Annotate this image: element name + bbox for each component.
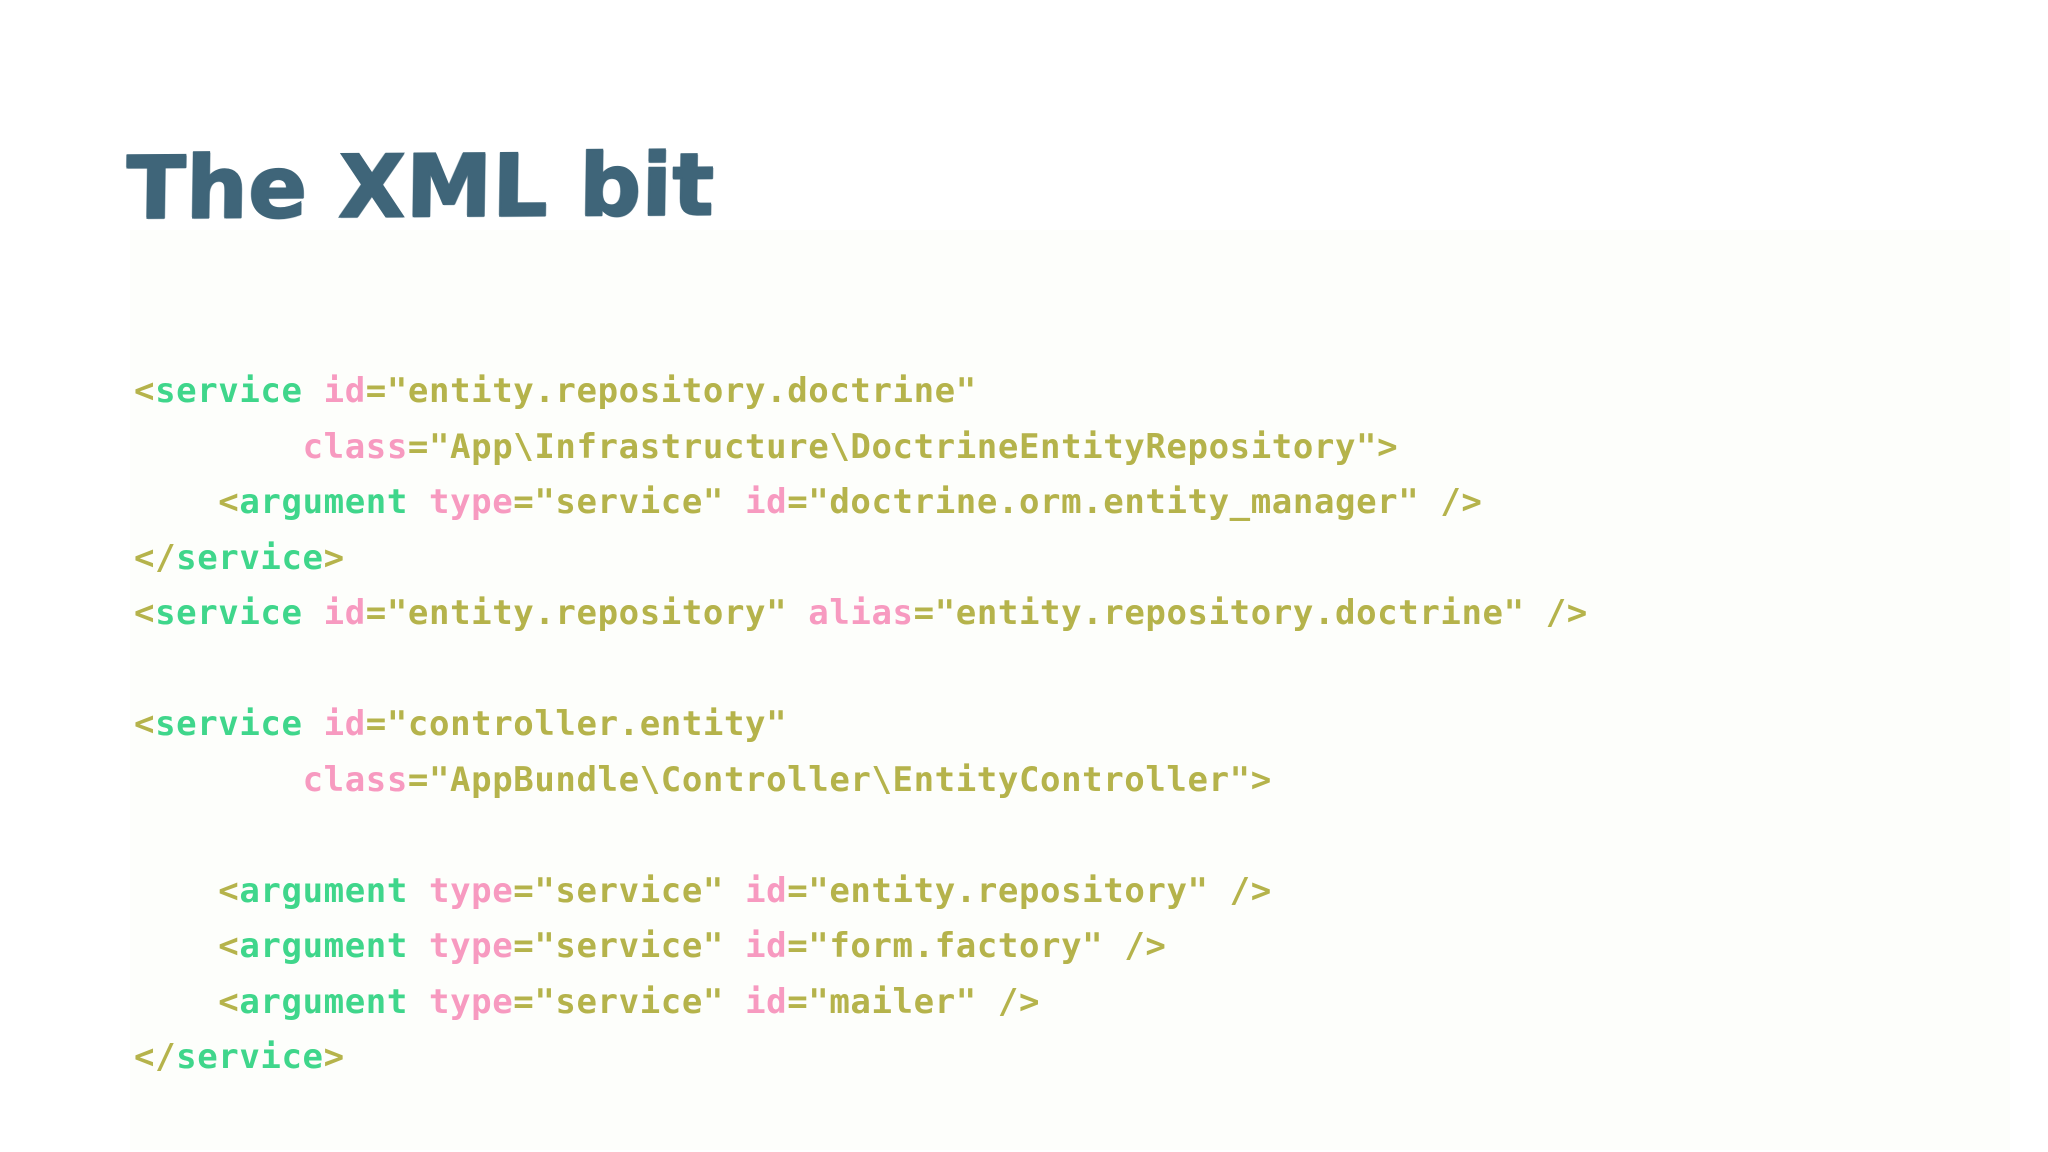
code-token-attr: id bbox=[745, 981, 788, 1022]
code-token-plain bbox=[408, 871, 429, 911]
code-token-tag: service bbox=[155, 593, 303, 633]
code-token-punct: > bbox=[323, 1037, 345, 1077]
code-token-val: ="entity.repository.doctrine" bbox=[365, 371, 977, 411]
code-line bbox=[134, 642, 1588, 698]
code-line: <argument type="service" id="entity.repo… bbox=[134, 864, 1588, 920]
code-token-attr: class bbox=[302, 426, 408, 467]
code-token-punct: /> bbox=[1419, 482, 1483, 522]
code-token-plain bbox=[303, 704, 324, 744]
code-token-tag: service bbox=[176, 1037, 324, 1077]
code-token-plain bbox=[134, 760, 303, 800]
code-token-plain bbox=[408, 982, 429, 1022]
code-token-punct: /> bbox=[1103, 926, 1167, 966]
code-token-plain bbox=[787, 593, 808, 633]
xml-code-block: <service id="entity.repository.doctrine"… bbox=[134, 364, 1588, 1086]
code-token-plain bbox=[408, 926, 429, 966]
code-token-tag: service bbox=[176, 537, 324, 578]
code-token-plain bbox=[303, 371, 324, 411]
code-token-val: ="entity.repository" bbox=[787, 870, 1209, 911]
code-token-attr: id bbox=[745, 870, 788, 911]
code-token-plain bbox=[724, 871, 745, 911]
code-token-val: ="service" bbox=[513, 870, 724, 911]
code-token-plain bbox=[134, 982, 218, 1022]
code-token-attr: id bbox=[323, 704, 366, 744]
code-token-punct: < bbox=[218, 981, 240, 1022]
code-token-punct: > bbox=[1250, 759, 1272, 800]
code-token-val: ="service" bbox=[513, 482, 724, 522]
code-token-punct: > bbox=[323, 537, 345, 578]
code-token-punct: </ bbox=[134, 537, 177, 578]
code-token-tag: service bbox=[155, 371, 303, 411]
code-token-attr: id bbox=[745, 926, 788, 966]
code-token-val: ="AppBundle\Controller\EntityController" bbox=[407, 759, 1251, 800]
code-line: class="AppBundle\Controller\EntityContro… bbox=[134, 753, 1588, 809]
code-token-punct: /> bbox=[976, 981, 1041, 1022]
code-token-attr: id bbox=[323, 371, 366, 411]
code-token-attr: id bbox=[323, 593, 366, 633]
code-token-punct: < bbox=[134, 704, 156, 744]
code-token-plain bbox=[724, 482, 745, 522]
code-token-val: ="entity.repository.doctrine" bbox=[913, 593, 1525, 633]
code-token-punct: < bbox=[218, 482, 240, 522]
code-token-attr: alias bbox=[808, 593, 914, 633]
code-token-tag: argument bbox=[239, 926, 408, 966]
code-token-plain bbox=[134, 482, 218, 522]
code-line: <service id="entity.repository.doctrine" bbox=[134, 364, 1588, 420]
code-token-plain bbox=[134, 427, 303, 467]
code-token-attr: class bbox=[302, 759, 408, 800]
code-token-val: ="doctrine.orm.entity_manager" bbox=[787, 482, 1420, 522]
code-token-plain bbox=[303, 593, 324, 633]
code-line: <argument type="service" id="mailer" /> bbox=[134, 975, 1588, 1031]
code-token-attr: type bbox=[429, 926, 514, 966]
code-token-val: ="App\Infrastructure\DoctrineEntityRepos… bbox=[407, 426, 1378, 467]
code-line: </service> bbox=[134, 531, 1588, 587]
code-token-plain bbox=[724, 982, 745, 1022]
code-line: </service> bbox=[134, 1030, 1588, 1086]
code-token-tag: argument bbox=[239, 482, 408, 522]
code-line: <service id="entity.repository" alias="e… bbox=[134, 586, 1588, 642]
code-token-punct: > bbox=[1377, 426, 1399, 467]
code-token-plain bbox=[724, 926, 745, 966]
code-token-attr: type bbox=[429, 482, 514, 522]
code-token-val: ="controller.entity" bbox=[365, 704, 788, 744]
code-token-punct: < bbox=[218, 926, 240, 966]
code-token-punct: /> bbox=[1208, 870, 1272, 911]
code-token-plain bbox=[134, 871, 218, 911]
code-token-punct: < bbox=[218, 870, 240, 911]
code-token-val: ="entity.repository" bbox=[365, 593, 788, 633]
code-token-plain bbox=[134, 926, 218, 966]
code-line bbox=[134, 808, 1588, 864]
code-line: <argument type="service" id="doctrine.or… bbox=[134, 475, 1588, 531]
code-token-punct: < bbox=[134, 593, 156, 633]
code-line: <argument type="service" id="form.factor… bbox=[134, 919, 1588, 975]
code-token-val: ="form.factory" bbox=[787, 926, 1104, 966]
code-token-val: ="mailer" bbox=[787, 981, 977, 1022]
code-line: <service id="controller.entity" bbox=[134, 697, 1588, 753]
code-token-attr: type bbox=[429, 981, 514, 1022]
code-token-val: ="service" bbox=[513, 926, 724, 966]
code-token-tag: argument bbox=[239, 981, 408, 1022]
code-token-punct: /> bbox=[1524, 593, 1588, 633]
code-token-val: ="service" bbox=[513, 981, 724, 1022]
code-token-attr: id bbox=[745, 482, 788, 522]
code-token-attr: type bbox=[429, 870, 514, 911]
code-token-tag: argument bbox=[239, 870, 408, 911]
code-line: class="App\Infrastructure\DoctrineEntity… bbox=[134, 420, 1588, 476]
code-token-punct: < bbox=[134, 371, 156, 411]
code-token-tag: service bbox=[155, 704, 303, 744]
code-token-plain bbox=[408, 482, 429, 522]
page-title: The XML bit bbox=[125, 134, 716, 240]
code-token-punct: </ bbox=[134, 1037, 177, 1077]
